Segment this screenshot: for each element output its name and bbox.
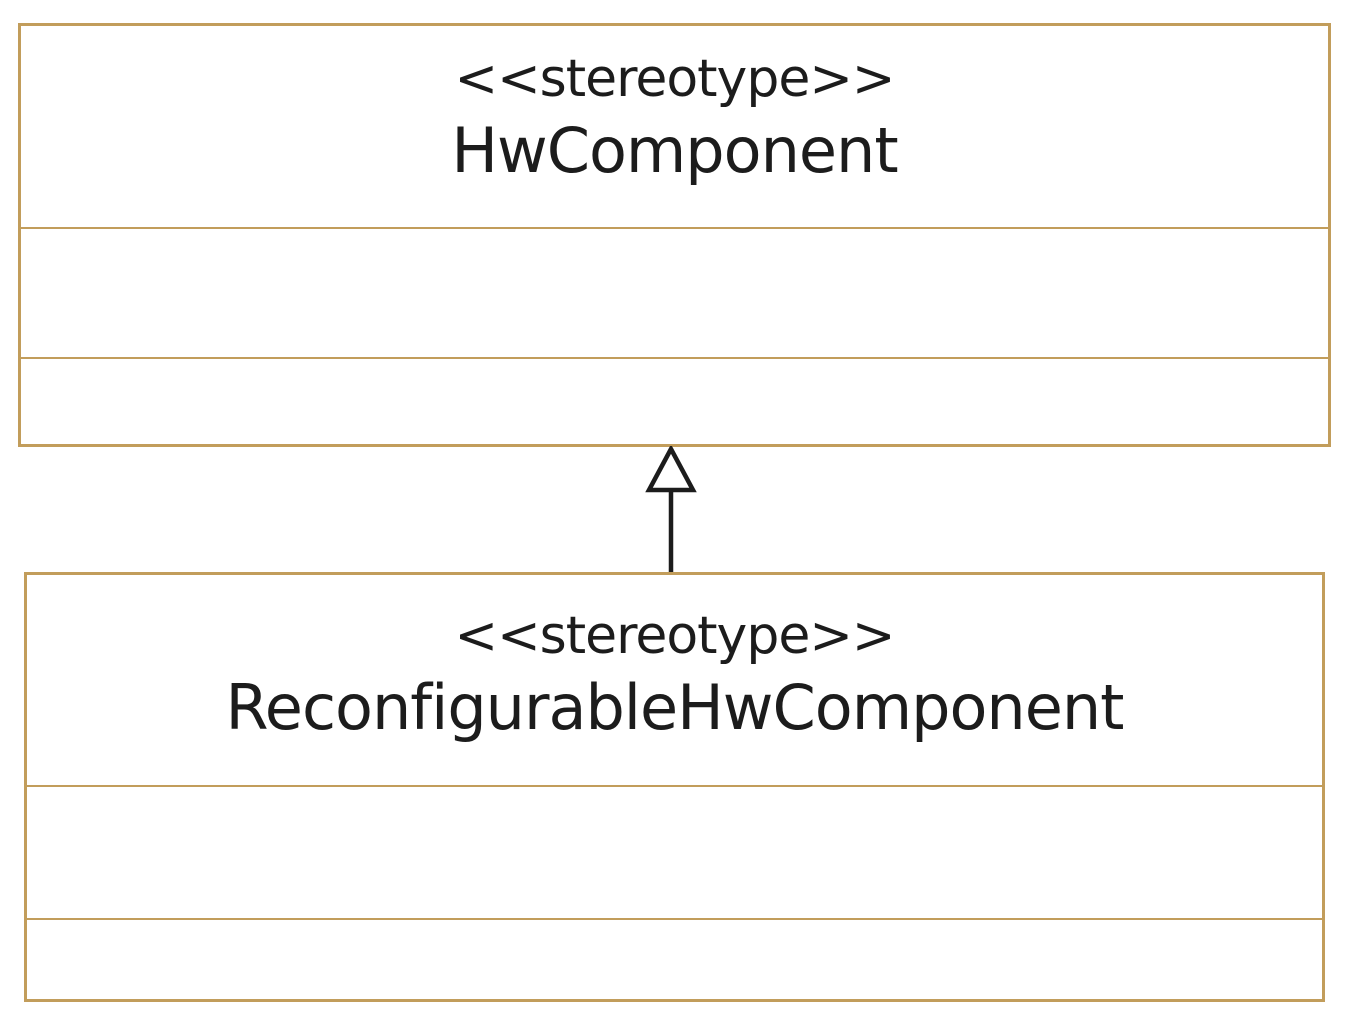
stereotype-label: <<stereotype>> bbox=[454, 606, 896, 666]
name-compartment: <<stereotype>> HwComponent bbox=[21, 26, 1328, 227]
class-box-hwcomponent: <<stereotype>> HwComponent bbox=[18, 23, 1331, 447]
attributes-compartment bbox=[27, 785, 1322, 918]
attributes-compartment bbox=[21, 227, 1328, 357]
operations-compartment bbox=[27, 918, 1322, 999]
hollow-triangle-arrowhead bbox=[645, 446, 697, 493]
generalization-arrow bbox=[645, 446, 697, 572]
class-box-reconfigurablehwcomponent: <<stereotype>> ReconfigurableHwComponent bbox=[24, 572, 1325, 1002]
name-compartment: <<stereotype>> ReconfigurableHwComponent bbox=[27, 575, 1322, 785]
operations-compartment bbox=[21, 357, 1328, 444]
stereotype-label: <<stereotype>> bbox=[454, 49, 896, 109]
class-name: ReconfigurableHwComponent bbox=[225, 671, 1125, 744]
class-name: HwComponent bbox=[451, 114, 898, 187]
